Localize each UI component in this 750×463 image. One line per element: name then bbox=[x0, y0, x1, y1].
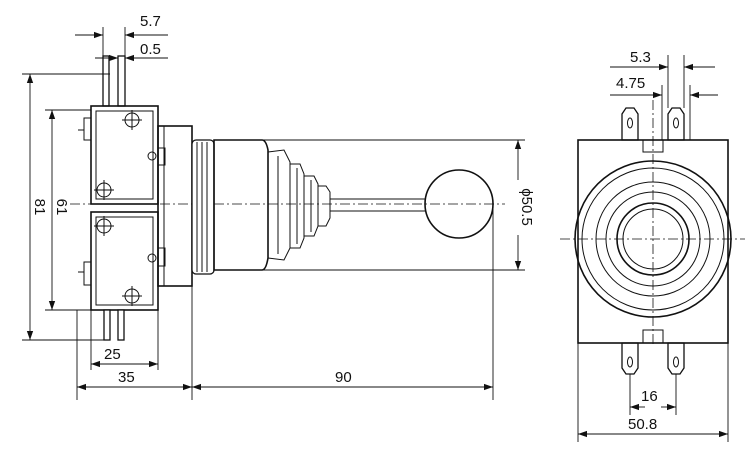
upper-micro-switch bbox=[78, 105, 166, 205]
dim-tab-thickness: 0.5 bbox=[95, 41, 168, 62]
front-view: 5.3 4.75 16 50.8 bbox=[560, 49, 745, 442]
dim-label-overall-height: 81 bbox=[31, 199, 48, 216]
side-view: 5.7 0.5 81 61 bbox=[22, 13, 535, 400]
dim-label-overall-width: 50.8 bbox=[628, 416, 657, 433]
front-body bbox=[577, 139, 729, 344]
dim-label-lever-length: 90 bbox=[335, 369, 352, 386]
dim-label-switch-height: 61 bbox=[53, 199, 70, 216]
dim-label-terminal-slot: 4.75 bbox=[616, 75, 645, 92]
lever-shaft bbox=[330, 198, 425, 212]
dim-terminal-pitch: 16 bbox=[629, 374, 677, 415]
dim-label-switch-body: 25 bbox=[104, 346, 121, 363]
front-boot-rings bbox=[574, 160, 732, 318]
lower-micro-switch bbox=[78, 211, 166, 311]
dim-terminal-width: 5.3 bbox=[610, 49, 715, 108]
bottom-terminal-tab bbox=[103, 309, 125, 341]
front-bottom-terminals bbox=[621, 329, 685, 375]
front-top-terminals bbox=[621, 107, 685, 153]
top-terminal-tab bbox=[102, 55, 126, 107]
bellows-boot bbox=[213, 139, 331, 271]
dim-switch-body: 25 bbox=[90, 310, 159, 370]
dim-terminal-slot: 4.75 bbox=[610, 75, 718, 140]
dim-body-depth: 35 bbox=[76, 286, 193, 400]
dim-label-terminal-width: 5.3 bbox=[630, 49, 651, 66]
dim-switch-height: 61 bbox=[45, 109, 91, 311]
dim-label-boot-diameter: ϕ50.5 bbox=[518, 188, 535, 226]
dim-tab-width: 5.7 bbox=[75, 13, 168, 56]
dim-overall-width: 50.8 bbox=[577, 343, 729, 442]
dim-boot-diameter: ϕ50.5 bbox=[262, 139, 535, 271]
mounting-housing bbox=[157, 125, 193, 287]
dim-label-body-depth: 35 bbox=[118, 369, 135, 386]
dim-lever-length: 90 bbox=[192, 204, 494, 400]
dim-label-terminal-pitch: 16 bbox=[641, 388, 658, 405]
dim-label-tab-width: 5.7 bbox=[140, 13, 161, 30]
boot-flange bbox=[191, 139, 215, 275]
dim-overall-height: 81 bbox=[22, 73, 110, 341]
dim-label-tab-thickness: 0.5 bbox=[140, 41, 161, 58]
